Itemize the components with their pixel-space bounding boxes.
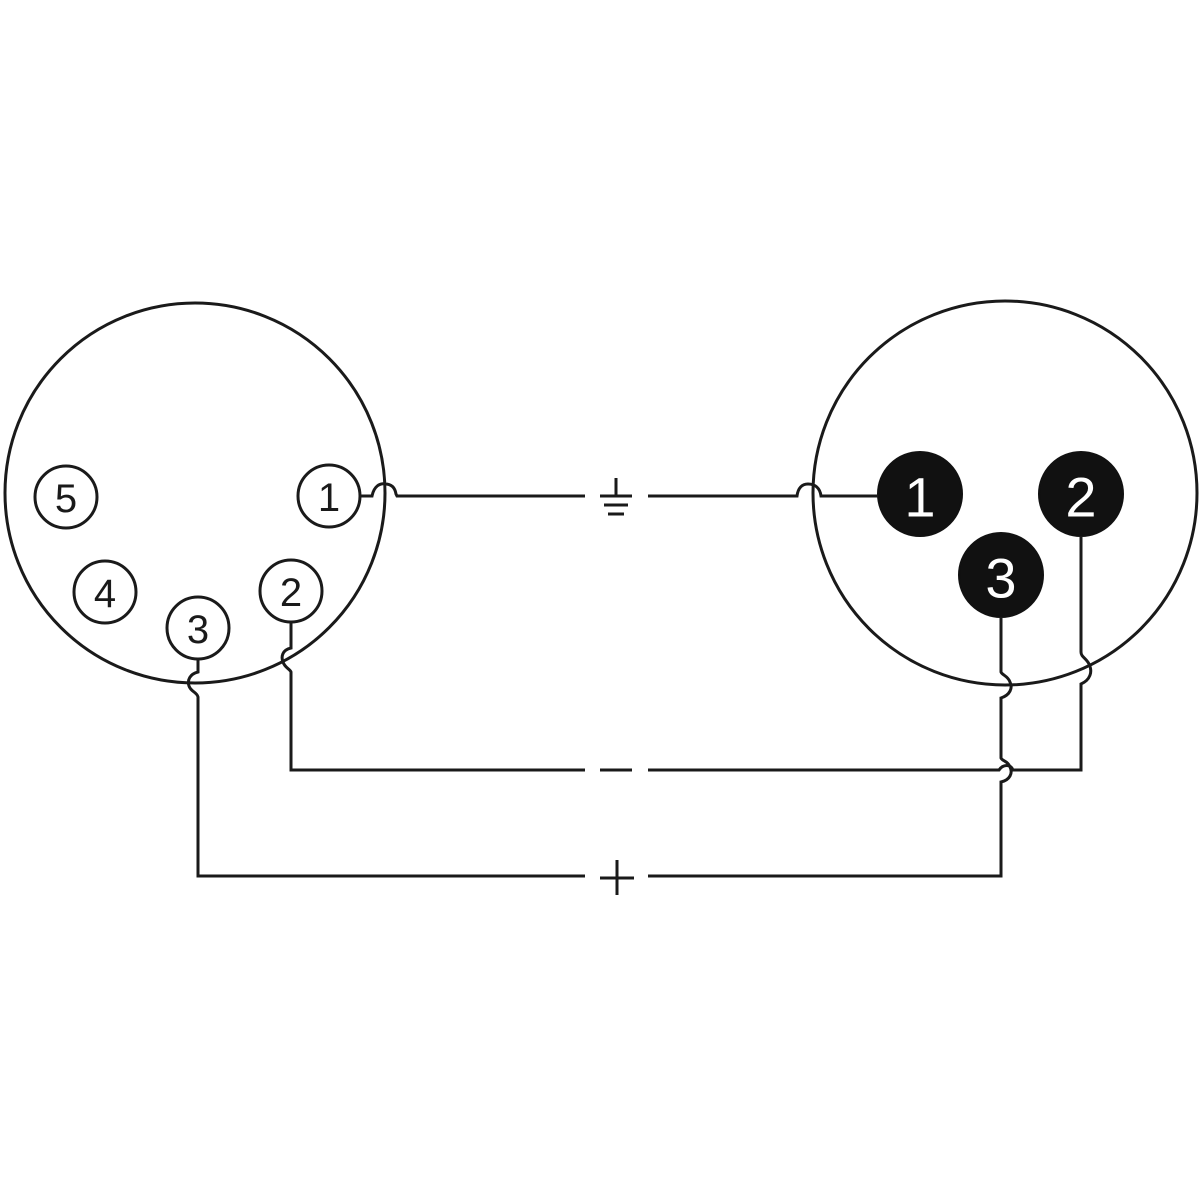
- ground-wire: [360, 478, 878, 516]
- left-pin-4-label: 4: [94, 572, 116, 616]
- left-pin-3: 3: [165, 595, 231, 661]
- left-pin-4: 4: [72, 559, 138, 625]
- plus-wire: [186, 617, 1013, 895]
- right-connector: 1 2 3: [811, 299, 1199, 687]
- right-connector-shell: [811, 299, 1199, 687]
- left-pin-5-label: 5: [55, 477, 77, 521]
- left-connector: 5 4 3 2 1: [3, 301, 387, 685]
- left-connector-shell: [3, 301, 387, 685]
- right-pin-2: 2: [1038, 451, 1124, 537]
- ground-icon: [600, 478, 632, 516]
- right-pin-1: 1: [877, 451, 963, 537]
- minus-wire: [280, 536, 1093, 772]
- left-pin-2-label: 2: [280, 571, 302, 615]
- right-pin-3-label: 3: [985, 547, 1016, 610]
- plus-icon: [600, 860, 634, 895]
- left-pin-3-label: 3: [187, 608, 209, 652]
- left-pin-5: 5: [33, 464, 99, 530]
- left-pin-1-label: 1: [318, 476, 340, 520]
- left-pin-1: 1: [296, 463, 362, 529]
- right-pin-3: 3: [958, 532, 1044, 618]
- right-pin-1-label: 1: [904, 466, 935, 529]
- left-pin-2: 2: [258, 558, 324, 624]
- right-pin-2-label: 2: [1065, 466, 1096, 529]
